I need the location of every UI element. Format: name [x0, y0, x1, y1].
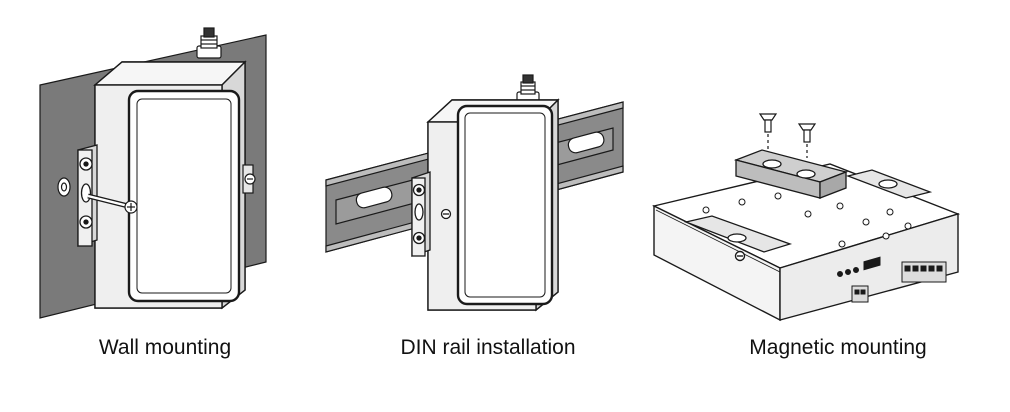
mounting-bracket-left [683, 215, 793, 253]
wall-anchor [57, 177, 71, 197]
magnetic-mounting-illustration [651, 113, 961, 322]
router-device [93, 60, 247, 310]
caption-magnetic-mounting: Magnetic mounting [749, 336, 927, 359]
din-rail-bracket [411, 171, 452, 257]
caption-wall-mounting: Wall mounting [98, 336, 232, 359]
wall-mounting-illustration [39, 27, 267, 319]
router-device [651, 163, 961, 322]
front-ports [837, 256, 947, 303]
caption-din-rail: DIN rail installation [400, 336, 576, 359]
mounting-screw [87, 193, 138, 214]
mounting-bracket-right [845, 169, 933, 199]
antenna-connector [196, 27, 222, 59]
magnetic-mounting-panel: Magnetic mounting [640, 0, 1010, 412]
magnet-block [733, 149, 849, 199]
countersunk-screw-right [797, 123, 817, 158]
right-bracket-screw [242, 164, 256, 194]
wall-mounting-panel: Wall mounting [0, 0, 330, 412]
countersunk-screw-left [758, 113, 778, 150]
din-rail-illustration [325, 74, 624, 312]
router-device [426, 98, 560, 312]
din-rail-panel: DIN rail installation [318, 0, 648, 412]
left-mounting-bracket [77, 144, 98, 247]
antenna-connector [516, 74, 540, 104]
